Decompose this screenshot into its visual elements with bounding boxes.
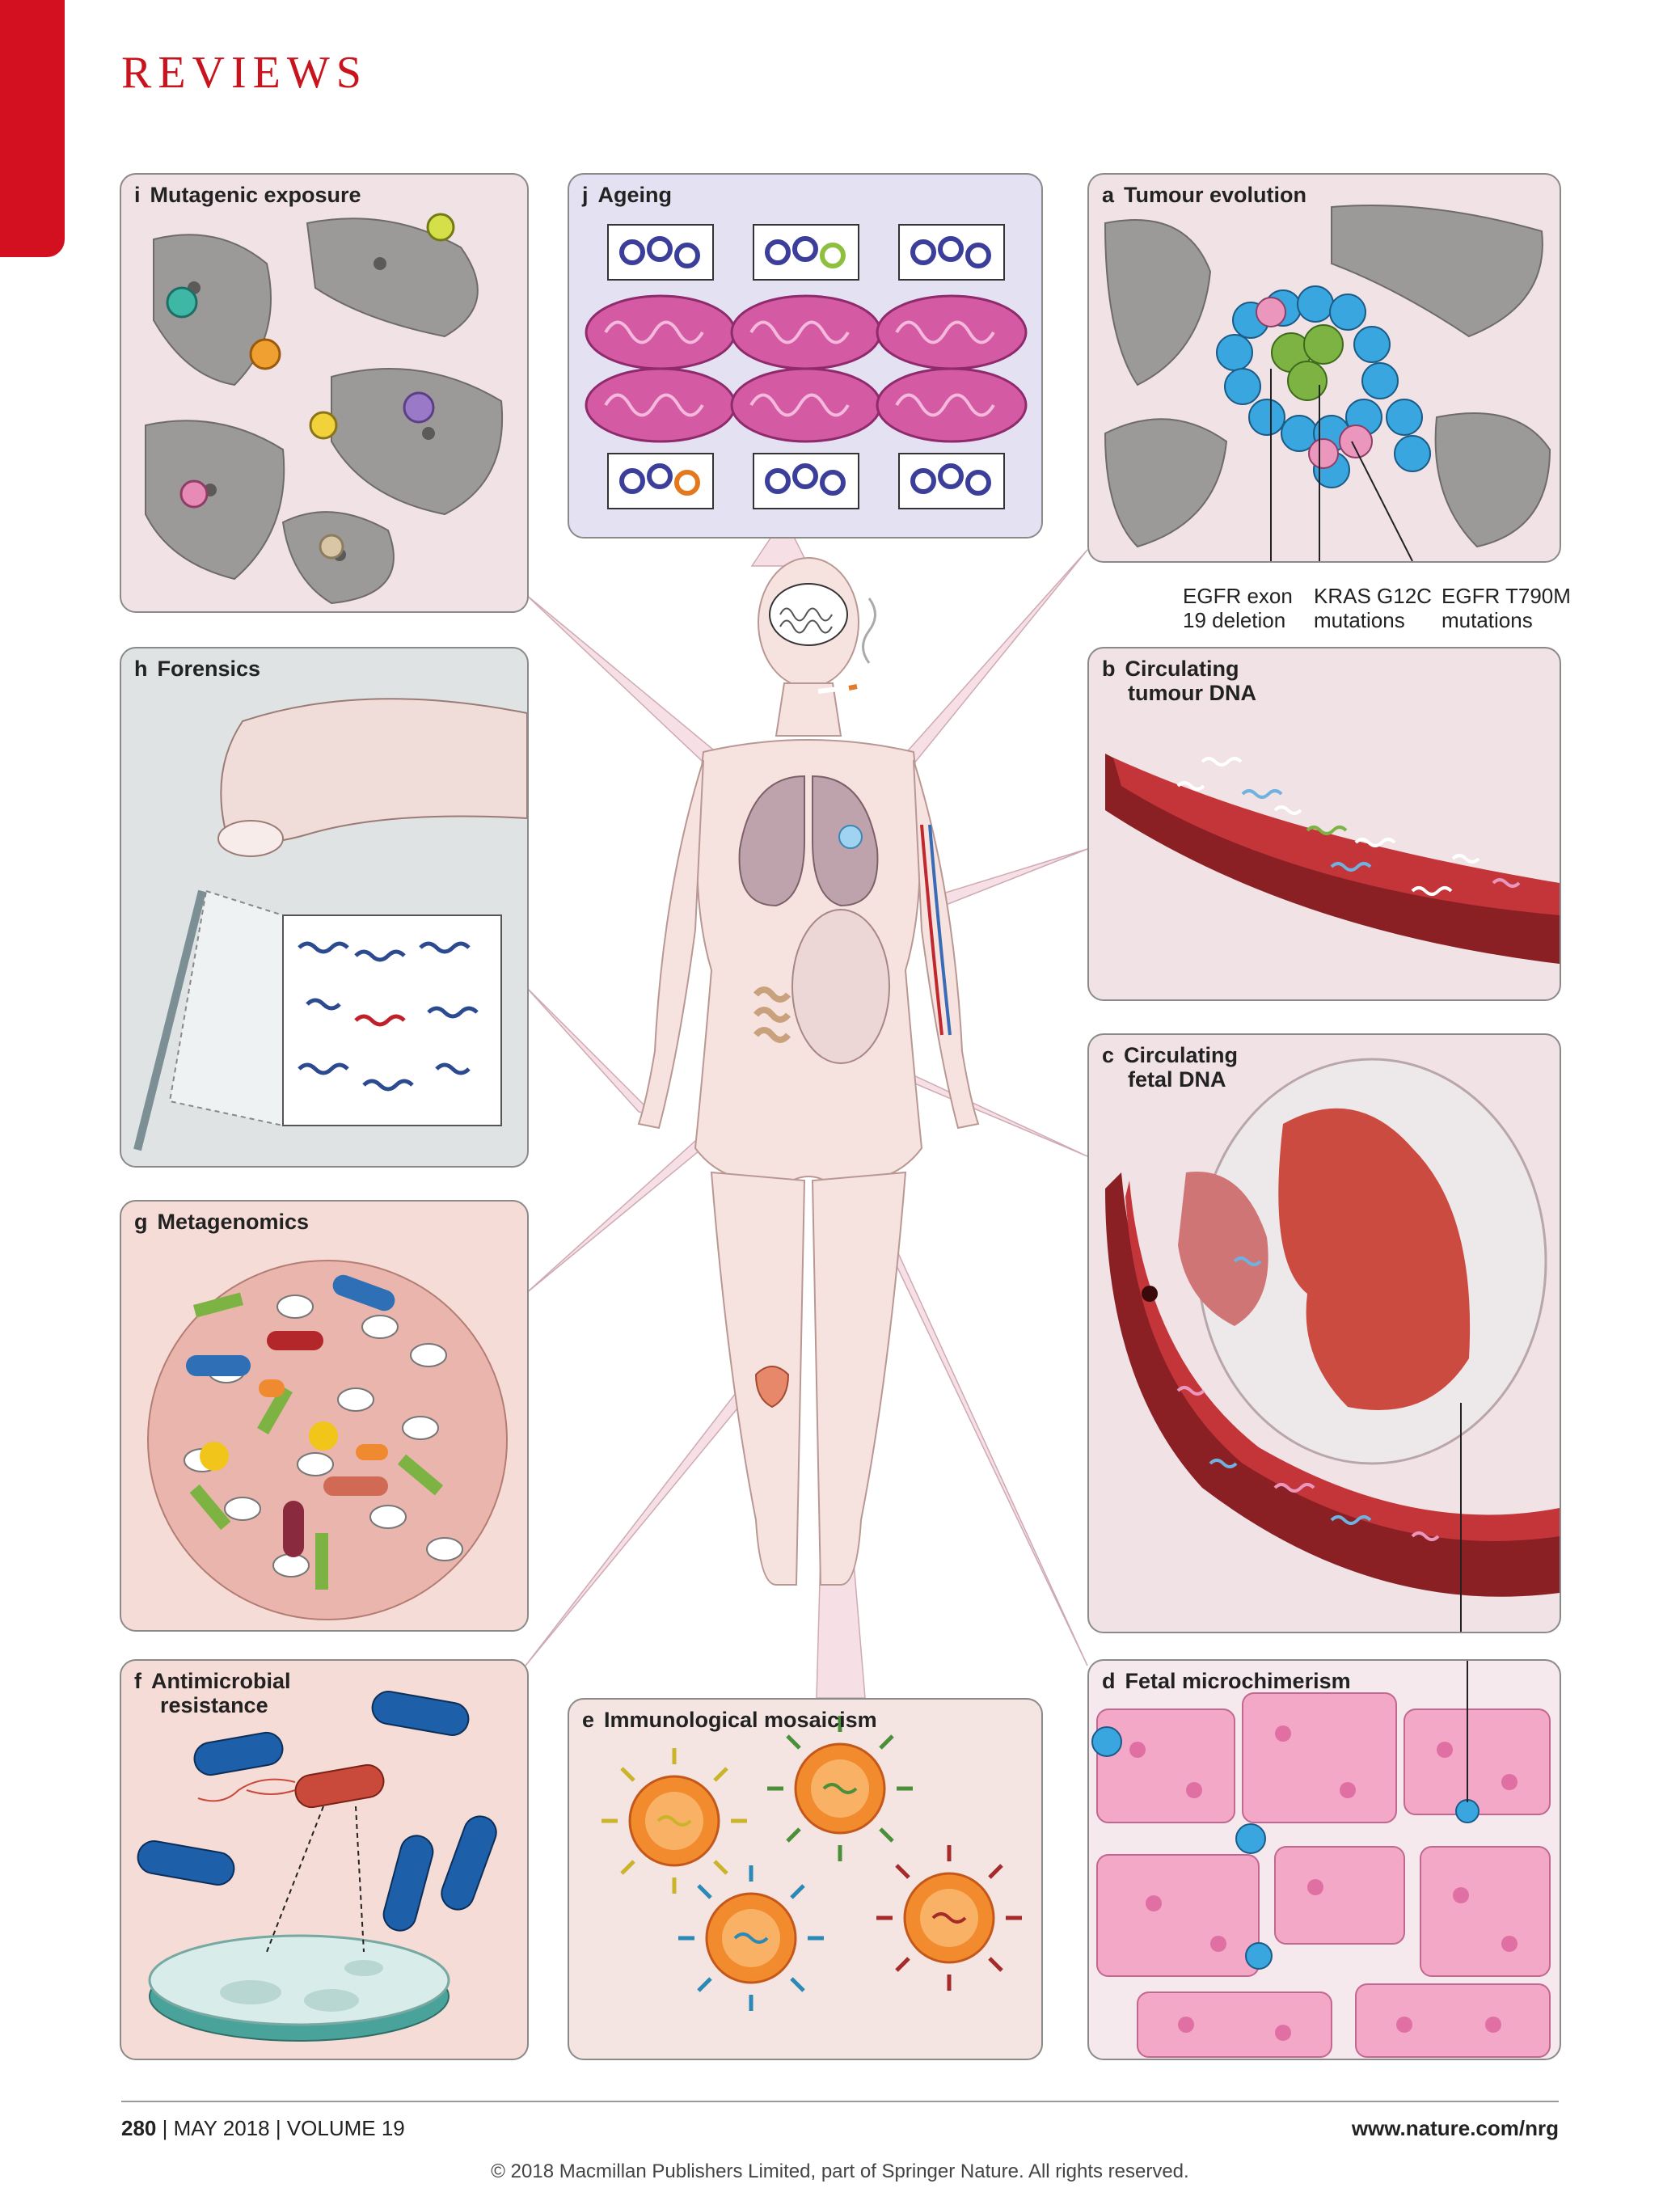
wedge-forensics [525, 986, 657, 1117]
tumour-cells-illustration [1104, 205, 1551, 561]
tissue-cells-illustration [145, 213, 504, 605]
fetus-placenta-illustration [1105, 1058, 1560, 1632]
lungs-icon [738, 775, 879, 907]
fingerprint-dna-illustration [133, 698, 527, 1151]
mitochondria-illustration [585, 224, 1028, 509]
wedge-antimicrobial [525, 1381, 753, 1666]
wedge-tumour [847, 549, 1088, 830]
section-header: REVIEWS [121, 48, 368, 98]
smoke-icon [862, 598, 876, 664]
brain-icon [769, 583, 848, 646]
footer-page-info: 280 | MAY 2018 | VOLUME 19 [121, 2116, 405, 2140]
wedge-microchimerism [832, 1126, 1088, 1666]
footer-url[interactable]: www.nature.com/nrg [1351, 2116, 1559, 2140]
bacteria-petri-dish-illustration [137, 1691, 497, 2042]
wedge-metagenomics [525, 1074, 778, 1295]
wedge-fetal-dna [851, 1045, 1088, 1157]
intestines-icon [753, 986, 791, 1043]
maternal-tissue-illustration [1091, 1661, 1551, 2058]
wedge-ctdna [929, 848, 1088, 910]
uterus-fetus-icon [791, 909, 890, 1064]
microbiome-illustration [147, 1260, 508, 1620]
vein-icon [928, 824, 952, 1036]
lung-tumour-icon [838, 825, 863, 849]
immune-cells-illustration [602, 1716, 1022, 2011]
blood-vessel-ctdna-illustration [1105, 754, 1560, 964]
copyright-notice: © 2018 Macmillan Publishers Limited, par… [491, 2160, 1189, 2182]
wedge-immuno [816, 1406, 866, 1699]
section-color-bar [0, 0, 65, 257]
artery-icon [920, 824, 943, 1036]
cigarette-icon [817, 685, 854, 694]
footer-rule [121, 2101, 1559, 2102]
wound-icon [754, 1366, 790, 1409]
wedge-mutagenic [525, 593, 762, 801]
